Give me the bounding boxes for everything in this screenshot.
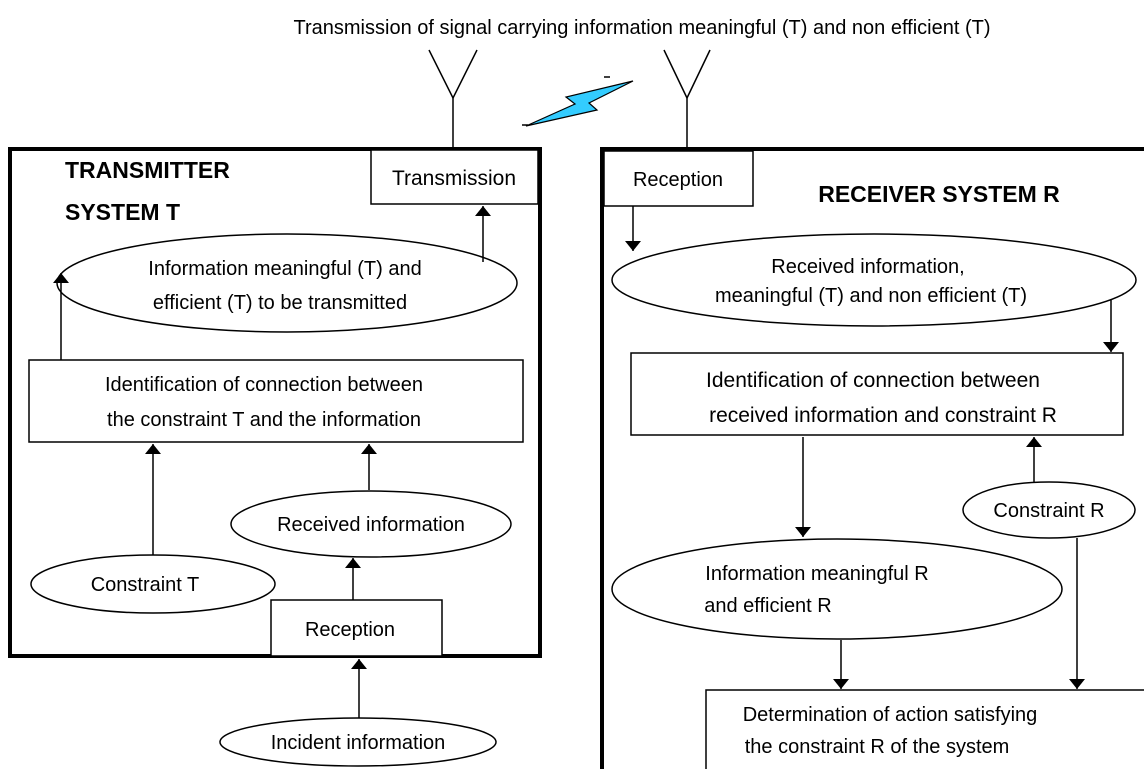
transmission-label: Transmission — [392, 167, 516, 190]
incident-info-label: Incident information — [271, 732, 446, 754]
constraint-r-ellipse — [962, 481, 1136, 539]
incident-info-ellipse — [219, 717, 497, 767]
determination-line1: Determination of action satisfying — [743, 704, 1038, 726]
transmission-box — [370, 149, 539, 205]
lightning-bolt-icon — [525, 80, 634, 127]
receiver-received-info-ellipse — [611, 233, 1137, 327]
transmitter-title-line2: SYSTEM T — [65, 199, 180, 225]
receiver-identification-line1: Identification of connection between — [706, 369, 1040, 392]
receiver-received-info-line2: meaningful (T) and non efficient (T) — [715, 285, 1027, 307]
transmitter-received-info-label: Received information — [277, 514, 465, 536]
diagram-title: Transmission of signal carrying informat… — [294, 17, 991, 39]
info-to-transmit-ellipse — [56, 233, 518, 333]
info-to-transmit-line1: Information meaningful (T) and — [148, 258, 421, 280]
transmitter-reception-box — [270, 599, 443, 657]
meaningful-r-ellipse — [611, 538, 1063, 640]
receiver-reception-label: Reception — [633, 169, 723, 191]
constraint-t-ellipse — [30, 554, 276, 614]
transmitter-title-line1: TRANSMITTER — [65, 157, 230, 183]
receiver-identification-line2: received information and constraint R — [709, 404, 1057, 427]
transmitter-identification-box — [28, 359, 524, 443]
receiver-identification-box — [630, 352, 1124, 436]
transmitter-identification-line1: Identification of connection between — [105, 374, 423, 396]
determination-box — [705, 689, 1144, 769]
transmitter-reception-label: Reception — [305, 619, 395, 641]
constraint-r-label: Constraint R — [993, 500, 1104, 522]
determination-line2: the constraint R of the system — [745, 736, 1010, 758]
transmitter-received-info-ellipse — [230, 490, 512, 558]
receiver-antenna-icon — [663, 49, 711, 150]
constraint-t-label: Constraint T — [91, 574, 200, 596]
meaningful-r-line1: Information meaningful R — [705, 563, 928, 585]
info-to-transmit-line2: efficient (T) to be transmitted — [153, 292, 407, 314]
meaningful-r-line2: and efficient R — [704, 595, 832, 617]
receiver-received-info-line1: Received information, — [771, 256, 964, 278]
transmitter-antenna-icon — [428, 49, 478, 150]
receiver-title: RECEIVER SYSTEM R — [818, 181, 1060, 207]
receiver-system-box — [600, 147, 1144, 769]
receiver-reception-box — [603, 150, 754, 207]
transmitter-identification-line2: the constraint T and the information — [107, 409, 421, 431]
